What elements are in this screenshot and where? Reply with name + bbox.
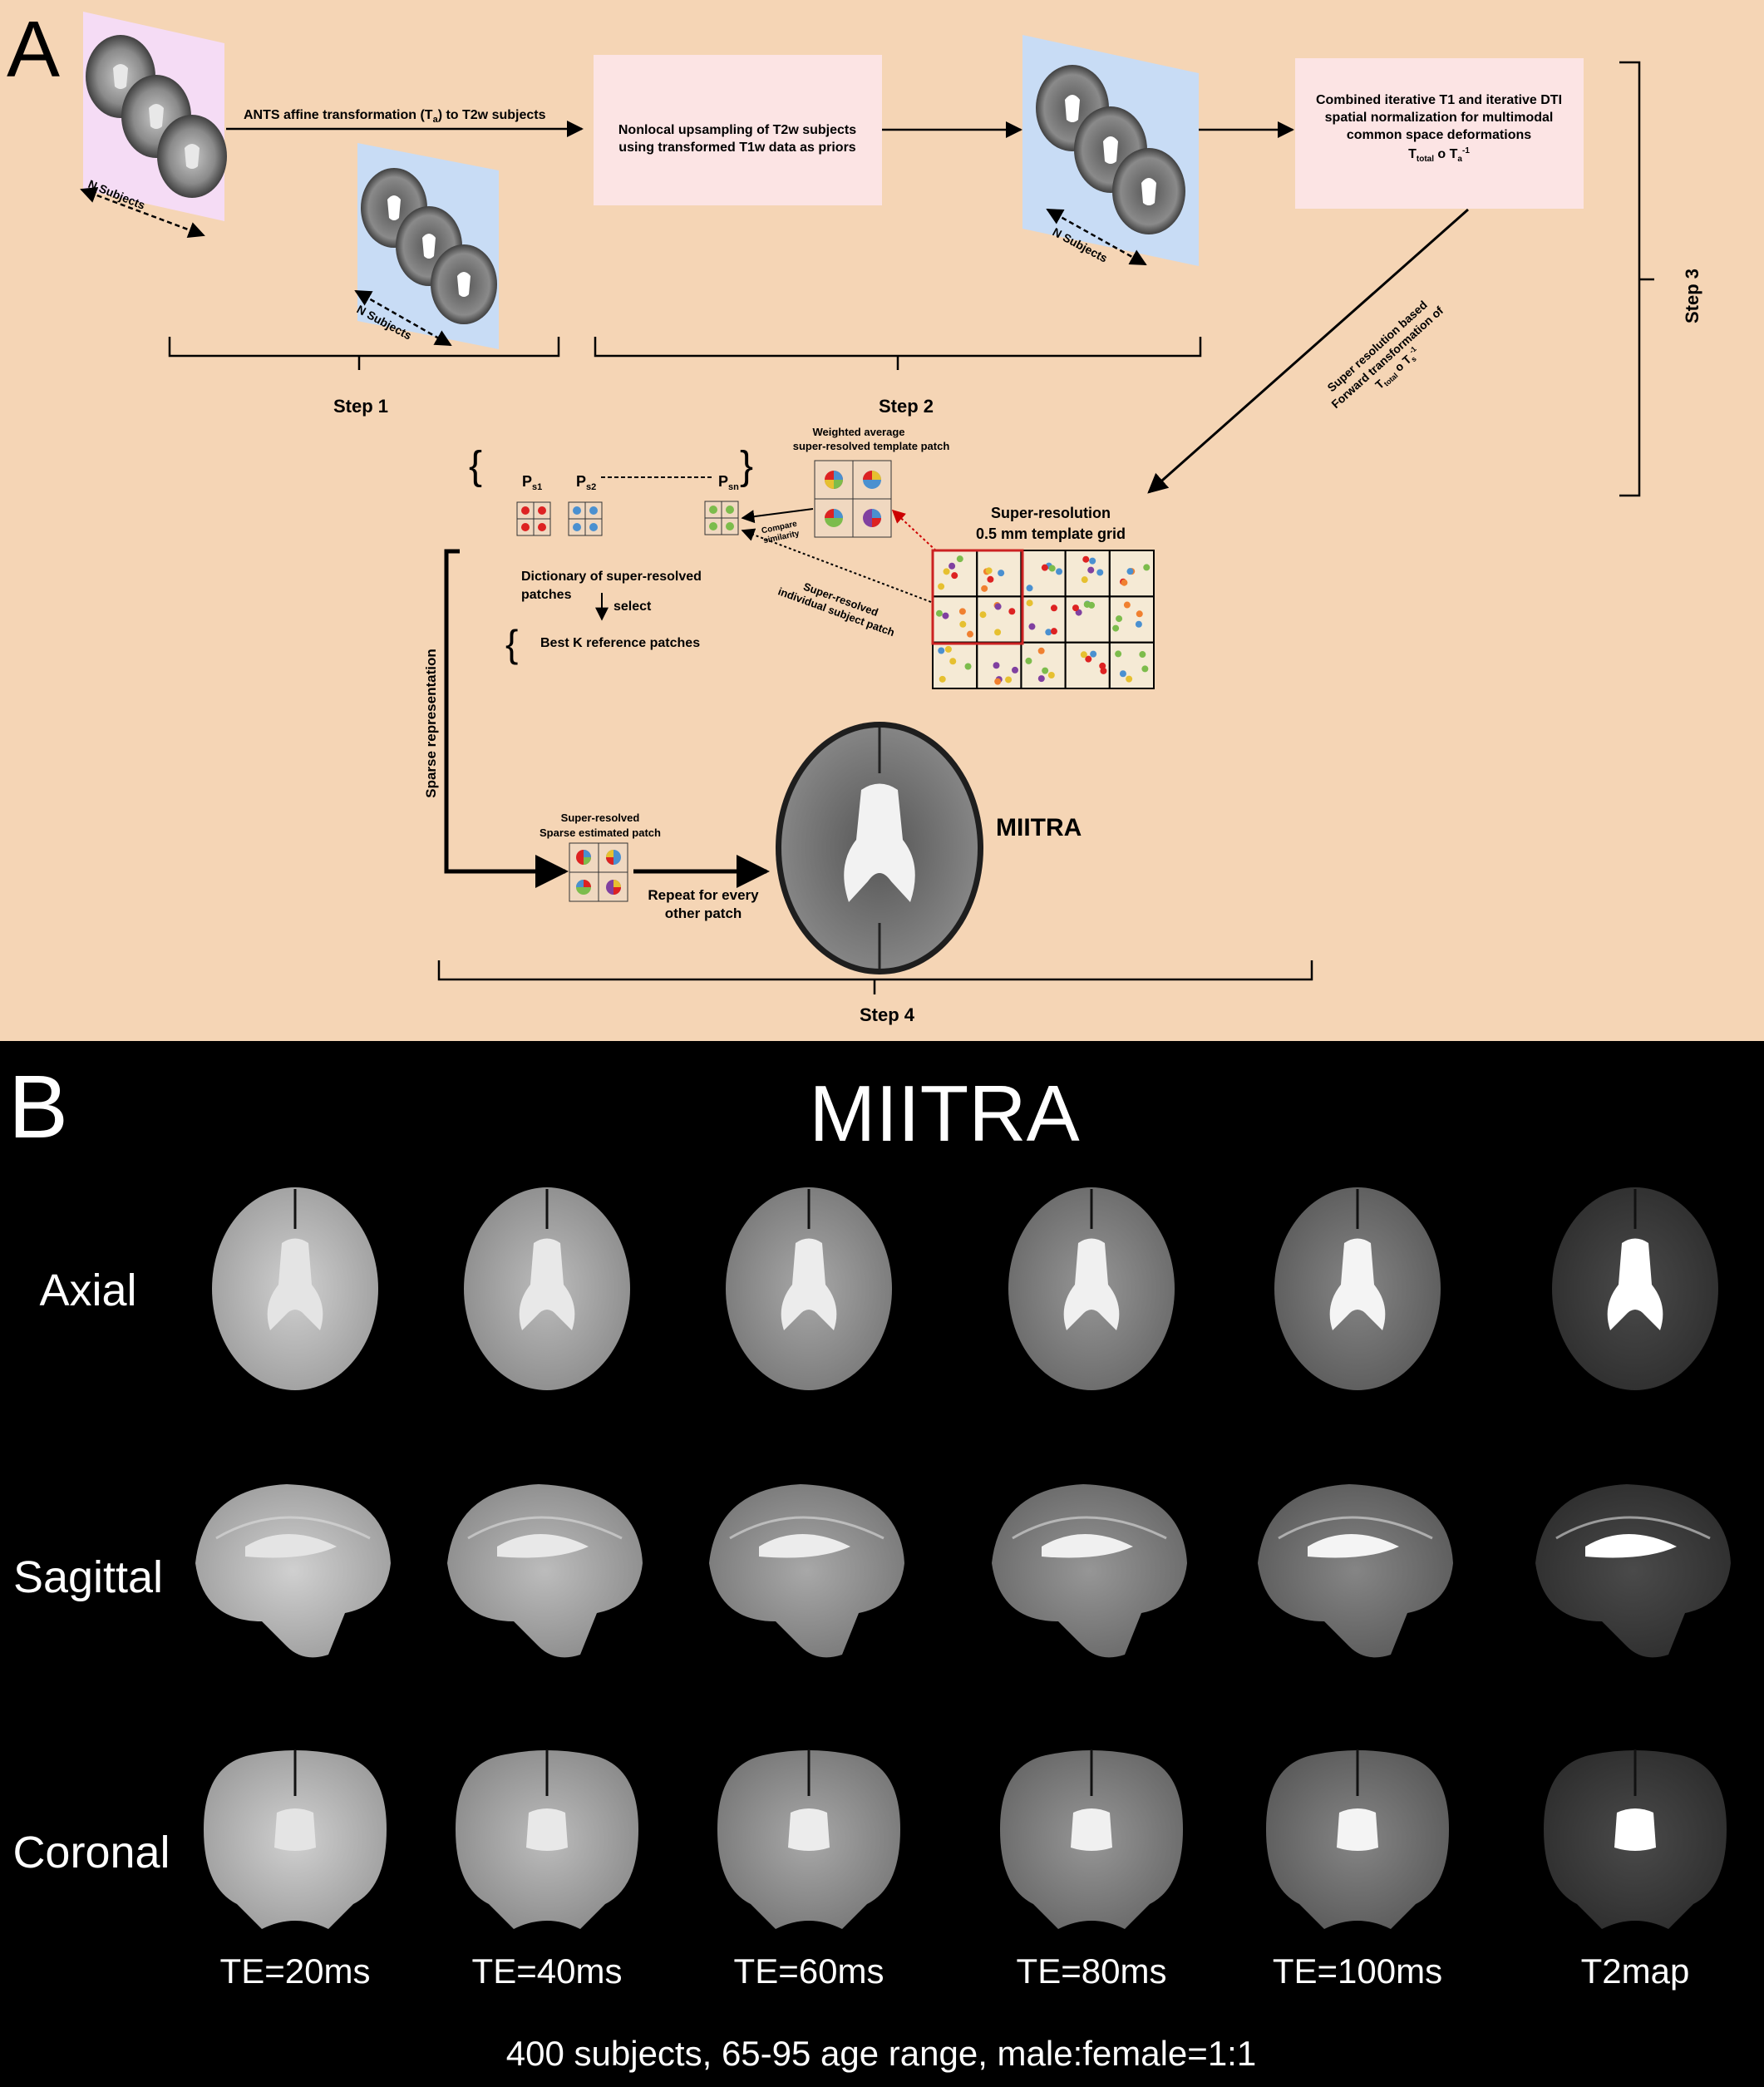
- brain-image-grid: [195, 1187, 1731, 1929]
- step-3-label: Step 3: [1682, 269, 1702, 323]
- brain-axial-TE=80ms: [1008, 1187, 1175, 1390]
- patch-ps1-label: Ps1: [522, 473, 542, 492]
- patch-brace-left: {: [469, 444, 482, 488]
- patch-ps2: [568, 501, 603, 536]
- miitra-label: MIITRA: [996, 814, 1082, 841]
- sparse-representation-label: Sparse representation: [423, 649, 439, 798]
- dictionary-label-2: patches: [521, 588, 572, 602]
- brain-axial-T2map: [1552, 1187, 1718, 1390]
- column-label-te80: TE=80ms: [1017, 1951, 1167, 1991]
- upsampling-box-line-2: using transformed T1w data as priors: [618, 141, 856, 155]
- n-subjects-arrow-3: [1046, 208, 1147, 266]
- panel-b-title: MIITRA: [809, 1069, 1079, 1158]
- patch-ps1: [516, 501, 551, 536]
- column-label-te40: TE=40ms: [472, 1951, 623, 1991]
- grid-title-1: Super-resolution: [991, 505, 1111, 521]
- super-resolution-arrow: [1147, 208, 1469, 494]
- select-label: select: [613, 599, 652, 614]
- normalization-box-line-1: Combined iterative T1 and iterative DTI: [1316, 93, 1562, 107]
- column-label-te20: TE=20ms: [220, 1951, 371, 1991]
- miitra-axial-brain: [776, 722, 983, 974]
- brain-sagittal-TE=20ms: [195, 1484, 391, 1658]
- panel-a-letter: A: [7, 5, 60, 94]
- brain-sagittal-TE=40ms: [447, 1484, 643, 1658]
- weighted-label-2: super-resolved template patch: [793, 440, 950, 452]
- step-1-label: Step 1: [333, 396, 388, 417]
- brain-axial-TE=100ms: [1274, 1187, 1441, 1390]
- brain-sagittal-TE=80ms: [992, 1484, 1187, 1658]
- brain-coronal-TE=20ms: [204, 1749, 387, 1929]
- n-subjects-arrow-1: [80, 186, 205, 239]
- estimated-label-1: Super-resolved: [561, 812, 640, 824]
- row-label-sagittal: Sagittal: [13, 1552, 163, 1602]
- column-label-te60: TE=60ms: [734, 1951, 884, 1991]
- repeat-label-1: Repeat for every: [648, 887, 759, 903]
- brain-axial-TE=20ms: [212, 1187, 378, 1390]
- step-4-bracket: [437, 960, 1313, 994]
- t1-brain-stack: [86, 35, 227, 198]
- ants-transform-label: ANTS affine transformation (Ta) to T2w s…: [244, 108, 546, 125]
- panel-b-footer: 400 subjects, 65-95 age range, male:fema…: [506, 2034, 1256, 2073]
- normalization-box: [1295, 58, 1584, 209]
- brain-axial-TE=60ms: [726, 1187, 892, 1390]
- step-2-label: Step 2: [879, 396, 934, 417]
- panel-b-letter: B: [8, 1056, 68, 1157]
- super-resolution-grid: [932, 550, 1155, 690]
- grid-highlight: [931, 549, 1024, 645]
- column-label-t2map: T2map: [1581, 1951, 1690, 1991]
- brain-coronal-TE=60ms: [717, 1749, 900, 1929]
- estimated-label-2: Sparse estimated patch: [540, 826, 661, 839]
- weighted-red-arrow: [891, 509, 973, 585]
- brain-coronal-TE=80ms: [1000, 1749, 1183, 1929]
- brain-axial-TE=40ms: [464, 1187, 630, 1390]
- weighted-template-patch: [814, 460, 892, 538]
- brain-sagittal-TE=100ms: [1258, 1484, 1453, 1658]
- row-label-coronal: Coronal: [12, 1828, 170, 1877]
- best-k-brace: {: [505, 622, 518, 665]
- patch-ps2-label: Ps2: [576, 473, 596, 492]
- sparse-estimated-patch: [569, 842, 628, 902]
- step-1-bracket: [168, 337, 560, 370]
- dictionary-label-1: Dictionary of super-resolved: [521, 570, 702, 584]
- brain-coronal-TE=100ms: [1266, 1749, 1449, 1929]
- weighted-label-1: Weighted average: [812, 426, 904, 438]
- best-k-label: Best K reference patches: [540, 636, 700, 650]
- brain-coronal-TE=40ms: [456, 1749, 638, 1929]
- patch-brace-right: }: [740, 444, 753, 488]
- individual-patch-arrow: [741, 528, 932, 603]
- patch-psn-label: Psn: [718, 473, 739, 492]
- compare-arrow: [741, 508, 814, 524]
- upsampling-box: [594, 55, 882, 205]
- step-4-label: Step 4: [860, 1004, 915, 1025]
- normalization-box-line-2: spatial normalization for multimodal: [1325, 111, 1554, 125]
- sparse-representation-arrow: [444, 549, 569, 888]
- upsampling-box-line-1: Nonlocal upsampling of T2w subjects: [618, 123, 856, 137]
- row-label-axial: Axial: [39, 1266, 136, 1315]
- normalization-box-line-3: common space deformations: [1347, 128, 1531, 142]
- column-label-te100: TE=100ms: [1273, 1951, 1442, 1991]
- repeat-label-2: other patch: [665, 905, 742, 921]
- n-subjects-arrow-2: [354, 289, 452, 347]
- brain-coronal-T2map: [1544, 1749, 1727, 1929]
- step-3-bracket: [1619, 61, 1654, 497]
- patch-psn: [704, 501, 739, 535]
- brain-sagittal-TE=60ms: [709, 1484, 904, 1658]
- brain-sagittal-T2map: [1535, 1484, 1731, 1658]
- normalization-box-formula: Ttotal o Ta-1: [1408, 146, 1470, 164]
- grid-title-2: 0.5 mm template grid: [976, 525, 1126, 542]
- step-2-bracket: [594, 337, 1202, 370]
